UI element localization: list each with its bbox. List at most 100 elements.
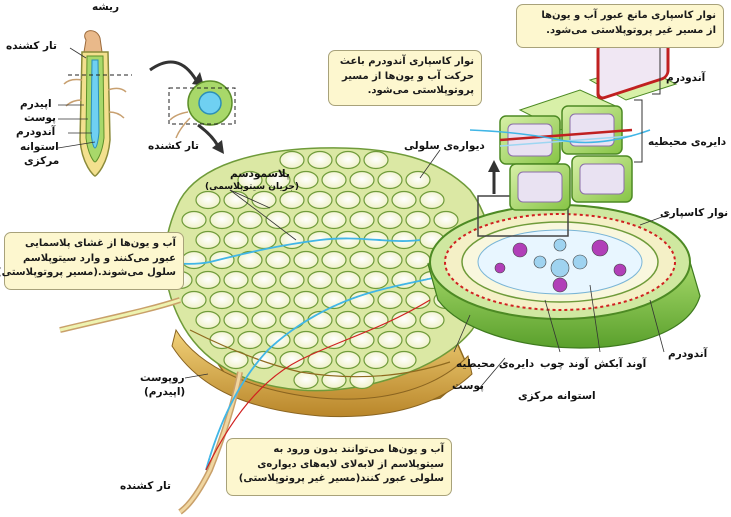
note-casparian-blocks: نوار کاسپاری مانع عبور آب و یون‌ها از مس… [516,4,724,48]
stele-vessel [513,243,527,257]
cortex-cell [364,352,388,369]
cortex-cell [294,212,318,229]
label-phloem: آوند آبکش [594,358,646,370]
cortex-cell [364,192,388,209]
cortex-cell [364,272,388,289]
cortex-cell [336,152,360,169]
note-line: آب و یون‌ها می‌توانند بدون ورود به [234,443,444,458]
cortex-cell [210,292,234,309]
label-stele-inset-1: استوانه [20,141,59,153]
cortex-cell [322,172,346,189]
cortex-cell [308,272,332,289]
label-endodermis-bottom: آندودرم [668,348,707,360]
cortex-cell [182,252,206,269]
note-line: سلول می‌شوند.(مسیر پروتوپلاستی) [12,266,176,281]
stele-vessel [592,240,608,256]
label-stele-inset-2: مرکزی [24,155,59,167]
cortex-cell [196,232,220,249]
note-line: سیتوپلاسم از لابه‌لای لایه‌های دیواره‌ی [234,458,444,473]
label-pericycle-top: دایره‌ی محیطیه [648,136,726,148]
cortex-cell [378,332,402,349]
label-endodermis-top: آندودرم [666,72,705,84]
note-line: نوار کاسپاری مانع عبور آب و یون‌ها [524,9,716,24]
endodermis-blocks [470,21,676,210]
cortex-cell [336,192,360,209]
label-root: ریشه [92,1,119,13]
cortex-cell [406,172,430,189]
cortex-cell [182,212,206,229]
label-plasmodesma: پلاسمودسم [230,168,290,180]
note-casparian-endodermis: نوار کاسپاری آندودرم باعث حرکت آب و یون‌… [328,50,482,106]
cortex-cell [266,252,290,269]
cortex-cell [336,272,360,289]
cortex-cell [196,312,220,329]
cortex-cell [378,292,402,309]
label-epidermis-sub: (اپیدرم) [144,386,185,398]
root-tip-illustration [58,31,132,176]
label-root-hair-section: تار کشنده [148,140,199,152]
cortex-cell [210,252,234,269]
label-casparian-strip: نوار کاسپاری [660,207,728,219]
cortex-cell [350,212,374,229]
cortex-cell [266,292,290,309]
cortex-cell [210,212,234,229]
cortex-cell [350,172,374,189]
cortex-cell [392,352,416,369]
label-root-hair-bottom: تار کشنده [120,480,171,492]
note-line: از مسیر غیر پروتوپلاستی می‌شود. [524,24,716,39]
cortex-cell [210,332,234,349]
cortex-cell [252,232,276,249]
stele-vessel [614,264,626,276]
stele-vessel [534,256,546,268]
cortex-cell [350,292,374,309]
cortex-cell [252,192,276,209]
label-cortex-inset: پوست [24,112,56,124]
diagram-title-cropped [258,0,418,12]
label-epidermis: روپوست [140,372,185,384]
cortex-cell [406,252,430,269]
note-line: حرکت آب و یون‌ها از مسیر [336,70,474,85]
cortex-cell [238,332,262,349]
cortex-cell [224,312,248,329]
cortex-cell [420,192,444,209]
note-line: پروتوپلاستی می‌شود. [336,84,474,99]
cortex-cell [196,272,220,289]
note-line: عبور می‌کنند و وارد سیتوپلاسم [12,252,176,267]
cortex-cell [238,292,262,309]
stele-vessel [495,263,505,273]
cortex-cell [280,272,304,289]
cortex-cell [294,332,318,349]
cortex-cell [350,372,374,389]
cortex-cell [364,152,388,169]
cortex-cell [196,192,220,209]
label-plasmodesma-sub: (جریان سیتوپلاسمی) [205,182,299,192]
note-symplast-path: آب و یون‌ها از غشای پلاسمایی عبور می‌کنن… [4,232,184,290]
cortex-cell [322,212,346,229]
cortex-cell [392,192,416,209]
label-cortex: پوست [452,380,484,392]
cortex-cell [280,152,304,169]
cortex-cell [224,272,248,289]
label-stele: استوانه مرکزی [518,390,596,402]
note-line: سلولی عبور کنند(مسیر غیر پروتوپلاستی) [234,472,444,487]
cortex-cell [294,252,318,269]
note-line: آب و یون‌ها از غشای پلاسمایی [12,237,176,252]
label-epidermis-inset: اپیدرم [20,98,52,110]
cortex-cell [378,212,402,229]
cortex-cell [406,332,430,349]
cortex-cell [224,232,248,249]
cortex-cell [308,152,332,169]
cortex-cell [336,352,360,369]
cortex-cell [322,372,346,389]
root-hair-left [60,300,180,330]
stele-vessel [554,239,566,251]
cortex-cell [280,312,304,329]
cortex-cell [294,292,318,309]
cortex-cell [364,312,388,329]
cortex-cell [350,252,374,269]
stele-vessel [553,278,567,292]
label-endodermis-inset: آندودرم [16,126,55,138]
label-cell-wall: دیواره‌ی سلولی [404,140,485,152]
cortex-cell [252,272,276,289]
cortex-cell [280,192,304,209]
